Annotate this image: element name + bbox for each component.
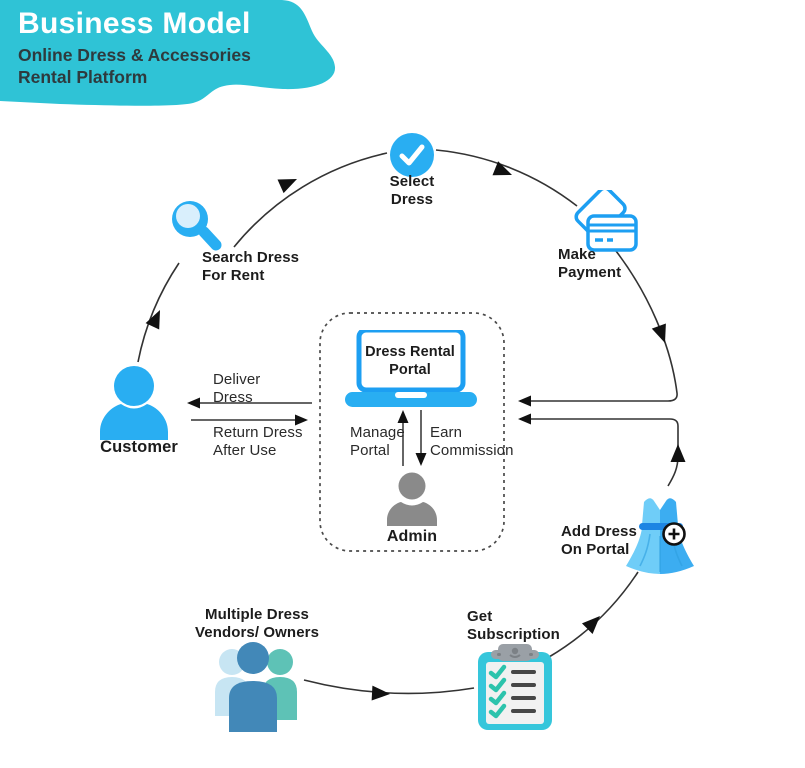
search-dress-label: Search Dress For Rent <box>202 249 300 285</box>
arc-payment-to-portal <box>520 250 678 402</box>
page-title: Business Model <box>18 7 251 40</box>
make-payment-label: Make Payment <box>558 246 622 282</box>
deliver-dress-label: Deliver Dress <box>213 371 261 407</box>
people-group-icon <box>215 642 297 732</box>
page-subtitle: Online Dress & Accessories Rental Platfo… <box>18 45 251 87</box>
admin-label: Admin <box>386 528 438 545</box>
arrowheads <box>145 161 686 701</box>
add-dress-label: Add Dress On Portal <box>561 523 637 559</box>
person-icon <box>387 472 437 526</box>
dress-plus-icon <box>626 498 694 574</box>
portal-dashed-box <box>319 312 505 552</box>
arc-search-to-select <box>233 152 388 248</box>
clipboard-checklist-icon <box>478 644 552 730</box>
laptop-icon <box>345 330 477 407</box>
customer-label: Customer <box>100 438 178 456</box>
check-circle-icon <box>390 133 434 177</box>
vendors-label: Multiple Dress Vendors/ Owners <box>194 606 320 642</box>
person-icon <box>100 366 168 440</box>
credit-card-icon <box>574 190 638 252</box>
header-blob <box>0 0 336 106</box>
manage-portal-label: Manage Portal <box>350 424 405 460</box>
select-dress-label: Select Dress <box>389 173 435 209</box>
arc-vendors-to-subscription <box>303 679 475 695</box>
magnifier-icon <box>172 201 222 251</box>
arc-subscription-to-adddress <box>548 571 639 658</box>
get-subscription-label: Get Subscription <box>467 608 560 644</box>
arc-customer-to-search <box>137 262 180 363</box>
arc-select-to-payment <box>435 149 578 207</box>
return-dress-label: Return Dress After Use <box>213 424 303 460</box>
earn-commission-label: Earn Commission <box>430 424 514 460</box>
portal-label: Dress Rental Portal <box>365 344 455 378</box>
arc-adddress-to-portal <box>520 418 679 487</box>
